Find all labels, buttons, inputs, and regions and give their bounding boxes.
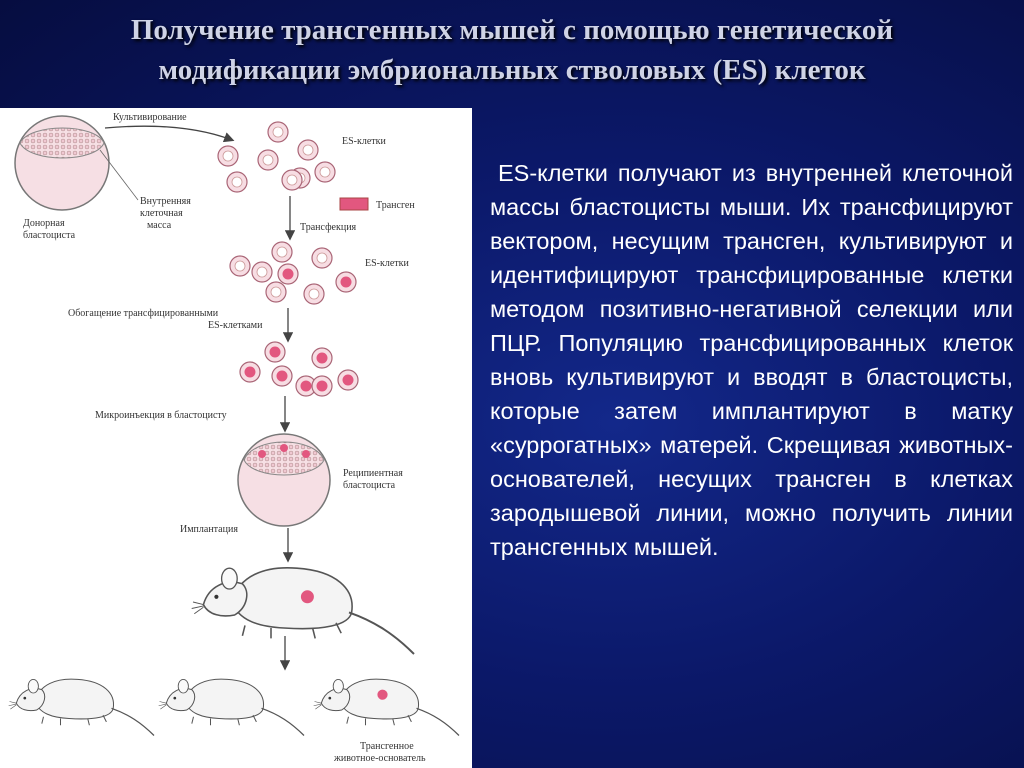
offspring-mouse-2 (158, 678, 305, 737)
description-paragraph: ES-клетки получают из внутренней клеточн… (490, 160, 1013, 560)
title-line-1: Получение трансгенных мышей с помощью ге… (130, 14, 894, 46)
transfection-label: Трансфекция (300, 222, 357, 233)
transgene-fragment (339, 197, 369, 211)
transgenic-mice-diagram: Донорная бластоциста Внутренняя клеточна… (8, 112, 460, 764)
es-cells-label-1: ES-клетки (342, 136, 387, 147)
implantation-label: Имплантация (180, 524, 238, 535)
es-cells-label-2: ES-клетки (365, 258, 410, 269)
es-cells-group-3 (239, 341, 359, 397)
donor-label-1: Донорная (23, 218, 65, 229)
founder-label-1: Трансгенное (360, 741, 414, 752)
recipient-label-2: бластоциста (343, 480, 396, 491)
enrichment-label-1: Обогащение трансфицированными (68, 308, 219, 319)
icm-pointer-line (99, 149, 139, 201)
founder-mouse (313, 678, 460, 737)
recipient-blastocyst (237, 433, 331, 527)
icm-label-1: Внутренняя (140, 196, 191, 207)
diagram-panel: Донорная бластоциста Внутренняя клеточна… (0, 108, 472, 768)
transgene-label: Трансген (376, 200, 415, 211)
enrichment-label-2: ES-клетками (208, 320, 263, 331)
surrogate-mouse (190, 566, 415, 655)
es-cells-group-2 (229, 241, 357, 305)
donor-label-2: бластоциста (23, 230, 76, 241)
title-line-2: модификации эмбриональных стволовых (ES)… (158, 54, 866, 86)
es-cells-group-1 (217, 121, 336, 193)
cultivation-arrow (104, 125, 235, 143)
microinjection-label: Микроинъекция в бластоцисту (95, 410, 227, 421)
offspring-mouse-1 (8, 678, 155, 737)
slide-title: Получение трансгенных мышей с помощью ге… (0, 10, 1024, 90)
donor-blastocyst (14, 115, 110, 211)
founder-label-2: животное-основатель (333, 753, 426, 764)
description-text: ES-клетки получают из внутренней клеточн… (490, 156, 1013, 564)
icm-label-3: масса (147, 220, 172, 231)
recipient-label-1: Реципиентная (343, 468, 403, 479)
cultivation-label: Культивирование (113, 112, 187, 123)
icm-label-2: клеточная (140, 208, 183, 219)
